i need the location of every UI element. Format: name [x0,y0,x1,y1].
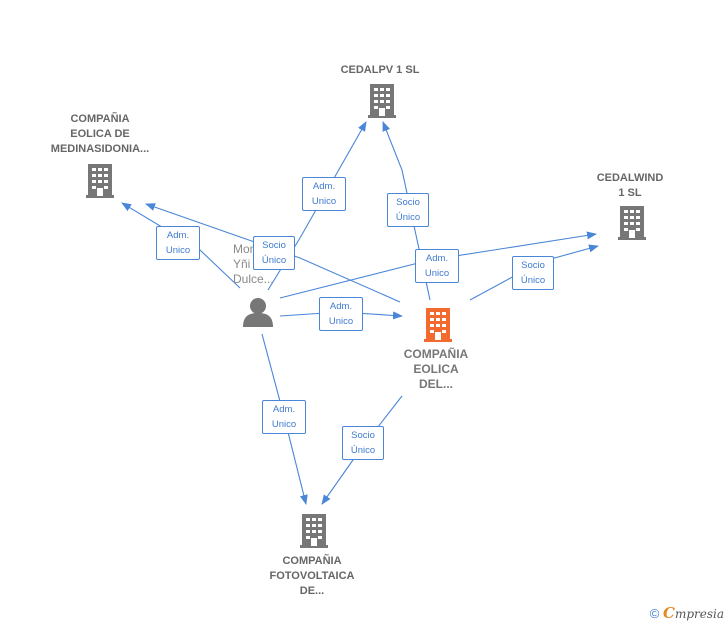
edge-label-adm-medinasidonia: Adm.Unico [156,226,200,260]
node-label-medinasidonia[interactable]: COMPAÑIA EOLICA DE MEDINASIDONIA... [50,113,150,155]
person-name-label[interactable]: Mon Yñi Dulce... [233,242,274,286]
building-icon-cedalpv[interactable] [368,84,396,118]
edge-label-adm-cedalpv: Adm.Unico [302,177,346,211]
edge-label-adm-main: Adm.Unico [319,297,363,331]
building-icon-cedalwind[interactable] [618,206,646,240]
brand-logo-initial: C [662,604,675,622]
node-label-cedalwind[interactable]: CEDALWIND 1 SL [596,172,664,199]
node-label-main[interactable]: COMPAÑIA EOLICA DEL... [403,347,469,391]
footer-brand: © Cmpresia [650,604,724,622]
node-label-cedalpv[interactable]: CEDALPV 1 SL [340,64,420,76]
building-icon-main[interactable] [424,308,452,342]
edge-person-cedalpv [267,121,367,291]
copyright-symbol: © [649,606,660,621]
building-icon-medinasidonia[interactable] [86,164,114,198]
brand-logo-text: mpresia [674,607,724,621]
person-icon[interactable] [243,298,273,327]
building-icon-fotovoltaica[interactable] [300,514,328,548]
edge-main-medinasidonia [145,203,401,303]
node-label-fotovoltaica[interactable]: COMPAÑIA FOTOVOLTAICA DE... [269,555,355,597]
edge-label-adm-cedalwind: Adm.Unico [415,249,459,283]
edge-label-adm-fotovoltaica: Adm.Unico [262,400,306,434]
edge-person-medinasidonia [121,202,241,289]
